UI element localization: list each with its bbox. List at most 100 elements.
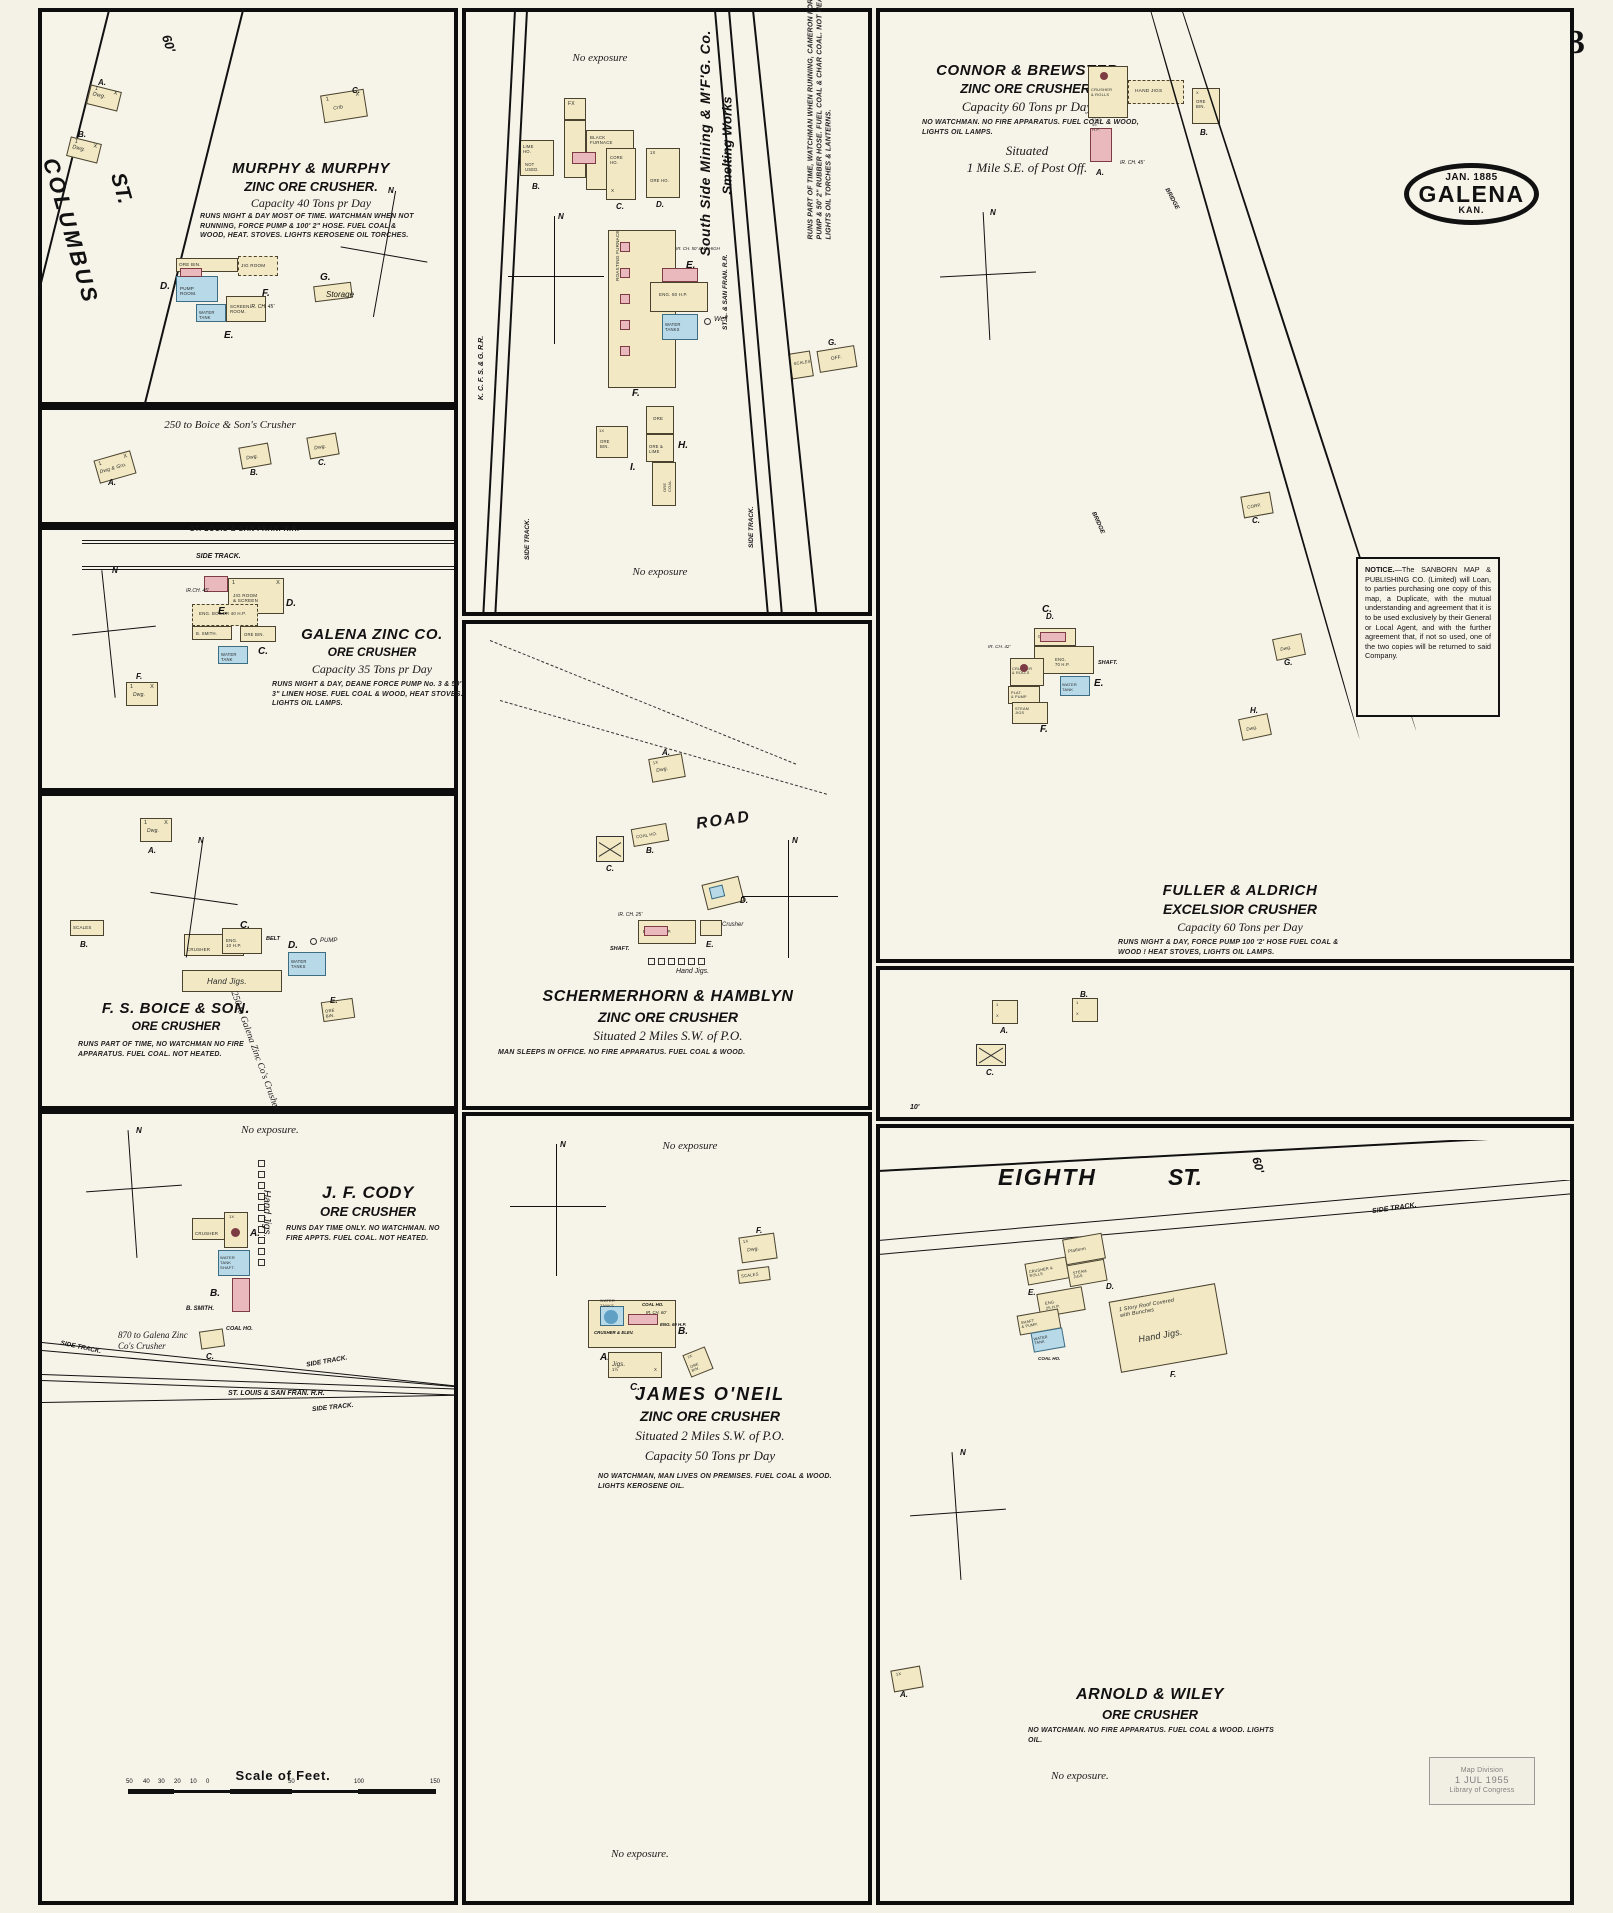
label-schermerhorn-crusher: Crusher: [722, 922, 744, 928]
building-galenazinc-orebin: ORE BIN.: [240, 626, 276, 642]
building-southside-roast-1: [620, 242, 630, 252]
key-letter-boicenorth-a: A.: [108, 478, 116, 487]
building-southside-ore-h: ORE: [646, 406, 674, 434]
label-oneil-coal: COAL HO.: [642, 1302, 664, 1307]
key-letter-cody-c: C.: [206, 1352, 214, 1361]
key-letter-eighthnorth-c: C.: [986, 1068, 994, 1077]
key-letter-oneil-c: C.: [630, 1382, 640, 1393]
key-letter-southside-b: B.: [532, 182, 540, 191]
label-schermerhorn-shaft: SHAFT.: [610, 946, 630, 952]
compass-connor: N: [940, 208, 1040, 342]
key-letter-murphy-b: B.: [78, 130, 86, 139]
compass-murphy: N: [340, 186, 430, 320]
building-southside-roast-3: [620, 294, 630, 304]
compass-cody: N: [86, 1126, 186, 1260]
loc-stamp-line2: 1 JUL 1955: [1454, 1775, 1510, 1786]
block-notes-cody: RUNS DAY TIME ONLY. NO WATCHMAN. NO FIRE…: [286, 1225, 440, 1242]
label-connor-chimney: IR. CH. 45': [1120, 160, 1145, 166]
key-letter-southside-f: F.: [632, 388, 640, 399]
block-title-murphy: MURPHY & MURPHY: [232, 160, 390, 177]
block-subtitle-cody: ORE CRUSHER: [319, 1204, 417, 1219]
building-southside-engine-e: [662, 268, 698, 282]
label-galenazinc-chimney: IR.CH. 45': [186, 588, 209, 594]
building-schermerhorn-xmark: [596, 836, 624, 862]
label-cody-hand-jigs: Hand Jigs.: [261, 1190, 272, 1238]
key-letter-arnold-d: D.: [1106, 1282, 1114, 1291]
block-title-connor: CONNOR & BREWSTER: [936, 62, 1118, 79]
block-notes-oneil: NO WATCHMAN, MAN LIVES ON PREMISES. FUEL…: [598, 1473, 832, 1490]
building-connor-crusher: CRUSHER& ROLLS: [1088, 66, 1128, 118]
compass-boice: N: [150, 836, 240, 960]
block-subtitle-fuller: EXCELSIOR CRUSHER: [1162, 901, 1318, 917]
scale-tick-5: 0: [206, 1779, 210, 1785]
key-letter-murphy-e: E.: [224, 330, 234, 341]
key-letter-fuller-c: C.: [1042, 604, 1052, 615]
label-cody-coal: COAL HO.: [226, 1326, 253, 1332]
block-cody-frame: [38, 1110, 458, 1905]
block-subtitle-galenazinc: ORE CRUSHER: [327, 645, 417, 659]
sidetrack-label-1: SIDE TRACK.: [196, 553, 241, 560]
scale-tick-4: 10: [190, 1779, 197, 1785]
key-letter-cody-b: B.: [210, 1288, 220, 1299]
block-title-boice: F. S. BOICE & SON.: [101, 1000, 251, 1017]
title-cartouche: JAN. 1885 GALENA KAN.: [1404, 163, 1539, 225]
scale-bar-graphic: 50 40 30 20 10 0 50 100 150: [126, 1779, 440, 1796]
compass-arnold: N: [910, 1448, 1010, 1582]
cody-railroad-label: ST. LOUIS & SAN FRAN. R.R.: [228, 1390, 325, 1397]
block-notes-connor: NO WATCHMAN. NO FIRE APPARATUS. FUEL COA…: [922, 119, 1139, 136]
key-letter-boice-c: C.: [240, 920, 250, 931]
key-letter-fuller-e: E.: [1094, 678, 1104, 689]
block-subtitle-boice: ORE CRUSHER: [131, 1019, 221, 1033]
cody-engine-dot: [231, 1228, 240, 1237]
block-notes-fuller: RUNS NIGHT & DAY, FORCE PUMP 100 '2' HOS…: [1118, 939, 1339, 956]
cartouche-state: KAN.: [1458, 204, 1485, 215]
building-eighthnorth-b: 1 X: [1072, 998, 1098, 1022]
loc-stamp-line1: Map Division: [1460, 1767, 1504, 1774]
fuller-crusher-dot: [1020, 664, 1028, 672]
key-letter-schermerhorn-e: E.: [706, 940, 714, 949]
building-southside-ore-d: 1X ORE HO.: [646, 148, 680, 198]
key-letter-arnold-e: E.: [1028, 1288, 1036, 1297]
block-capacity-connor: Capacity 60 Tons pr Day: [961, 99, 1093, 114]
connor-rail-curve: [878, 10, 1572, 960]
cartouche-date: JAN. 1885: [1445, 171, 1498, 183]
building-fuller-engine-core: [1040, 632, 1066, 642]
key-letter-arnold-f: F.: [1170, 1370, 1177, 1379]
building-southside-engine-room: ENG. 50 H.P.: [650, 282, 708, 312]
key-letter-schermerhorn-a: A.: [662, 748, 670, 757]
key-letter-boice-d: D.: [288, 940, 298, 951]
compass-southside: N: [508, 212, 608, 346]
block-notes-murphy: RUNS NIGHT & DAY MOST OF TIME. WATCHMAN …: [200, 213, 414, 239]
key-letter-connor-a: A.: [1096, 168, 1104, 177]
building-schermerhorn-crusher-e: [700, 920, 722, 936]
key-letter-fuller-h: H.: [1250, 706, 1258, 715]
street-label-eighth-suffix: ST.: [1168, 1164, 1203, 1190]
key-letter-fuller-f: F.: [1040, 724, 1048, 735]
block-capacity-murphy: Capacity 40 Tons pr Day: [250, 196, 372, 210]
building-southside-roast-4: [620, 320, 630, 330]
key-letter-southside-g: G.: [828, 338, 837, 347]
block-subtitle-schermerhorn: ZINC ORE CRUSHER: [597, 1009, 738, 1025]
building-southside-furnace-core: [572, 152, 596, 164]
block-subtitle-arnold: ORE CRUSHER: [1101, 1707, 1199, 1722]
key-letter-southside-h: H.: [678, 440, 688, 451]
building-oneil-dwg-f: Dwg. 1X: [738, 1232, 778, 1264]
note-oneil-no-exposure-top: No exposure: [662, 1140, 718, 1152]
note-cody-no-exposure: No exposure.: [241, 1124, 299, 1136]
label-oneil-engine: ENG. 60 H.P.: [660, 1322, 687, 1327]
key-letter-schermerhorn-d: D.: [740, 896, 748, 905]
note-oneil-no-exposure-bottom: No exposure.: [611, 1848, 669, 1860]
label-fuller-shaft: SHAFT.: [1098, 660, 1118, 666]
key-letter-murphy-f: F.: [262, 288, 270, 299]
building-eighthnorth-a: 1 X: [992, 1000, 1018, 1024]
block-title-schermerhorn: SCHERMERHORN & HAMBLYN: [542, 988, 794, 1005]
key-letter-oneil-f: F.: [756, 1226, 763, 1235]
key-letter-arnold-a: A.: [900, 1690, 908, 1699]
label-southside-well: Well: [714, 316, 728, 323]
key-letter-boicenorth-b: B.: [250, 468, 258, 477]
